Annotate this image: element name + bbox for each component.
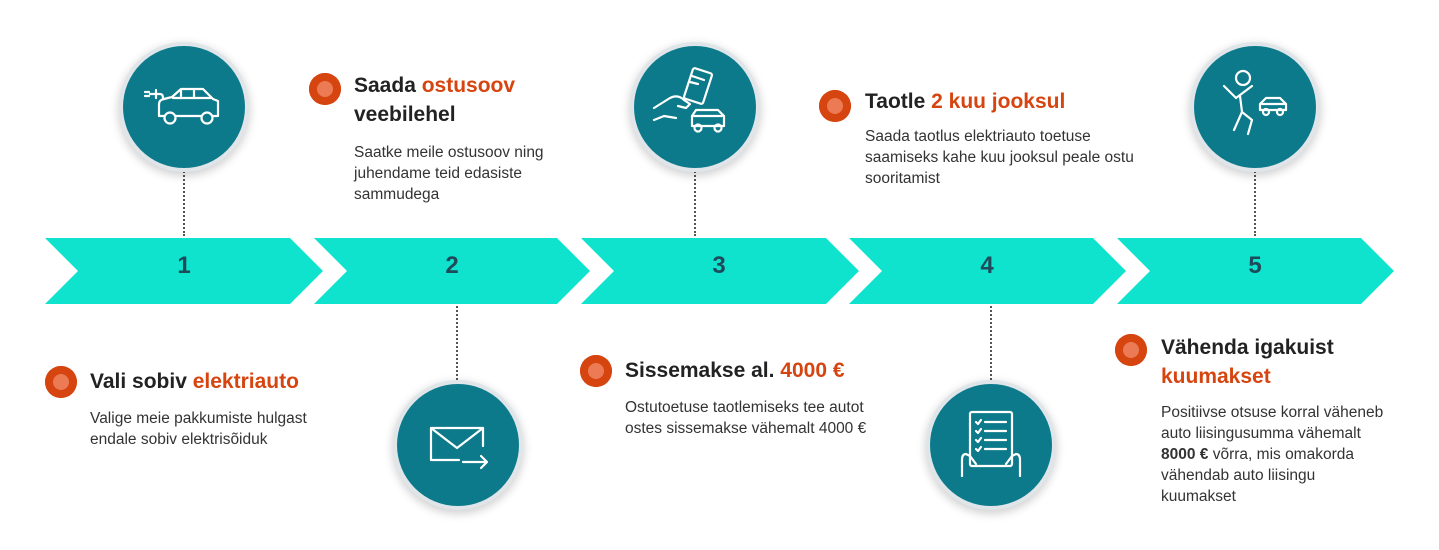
step-1-description: Valige meie pakkumiste hulgast endale so… xyxy=(90,410,307,448)
amount-bold: 8000 € xyxy=(1161,446,1209,463)
step-number-1: 1 xyxy=(177,252,191,279)
chevron-step-1 xyxy=(45,238,323,304)
step-4-description: Saada taotlus elektriauto toetuse saamis… xyxy=(865,128,1134,187)
bullet-dot xyxy=(819,90,851,122)
chevron-step-3 xyxy=(581,238,859,304)
connector-4 xyxy=(990,306,992,384)
step-2-description: Saatke meile ostusoov ning juhendame tei… xyxy=(354,144,544,203)
step-number-2: 2 xyxy=(445,252,459,279)
ev-car-plug-icon xyxy=(123,46,245,168)
connector-3 xyxy=(694,164,696,236)
chevron-step-4 xyxy=(849,238,1126,304)
happy-person-car-icon xyxy=(1194,46,1316,168)
step-number-5: 5 xyxy=(1248,252,1262,279)
chevron-step-2 xyxy=(314,238,590,304)
chevron-step-5 xyxy=(1117,238,1394,304)
connector-5 xyxy=(1254,164,1256,236)
bullet-dot xyxy=(1115,334,1147,366)
step-number-3: 3 xyxy=(712,252,726,279)
envelope-send-icon xyxy=(397,384,519,506)
bullet-dot xyxy=(45,366,77,398)
step-number-4: 4 xyxy=(980,252,994,279)
step-3-heading: Sissemakse al. 4000 € xyxy=(625,359,845,382)
bullet-dot xyxy=(580,355,612,387)
connector-1 xyxy=(183,164,185,236)
connector-2 xyxy=(456,306,458,384)
card-payment-car-icon xyxy=(634,46,756,168)
step-5-description: Positiivse otsuse korral väheneb auto li… xyxy=(1161,404,1384,505)
step-2-heading: Saada ostusoov veebilehel xyxy=(354,74,516,126)
step-3-description: Ostutoetuse taotlemiseks tee autot ostes… xyxy=(625,399,867,437)
step-4-heading: Taotle 2 kuu jooksul xyxy=(865,90,1066,113)
step-1-heading: Vali sobiv elektriauto xyxy=(90,370,299,393)
step-5-heading: Vähenda igakuist kuumakset xyxy=(1161,336,1334,388)
checklist-form-icon xyxy=(930,384,1052,506)
bullet-dot xyxy=(309,73,341,105)
